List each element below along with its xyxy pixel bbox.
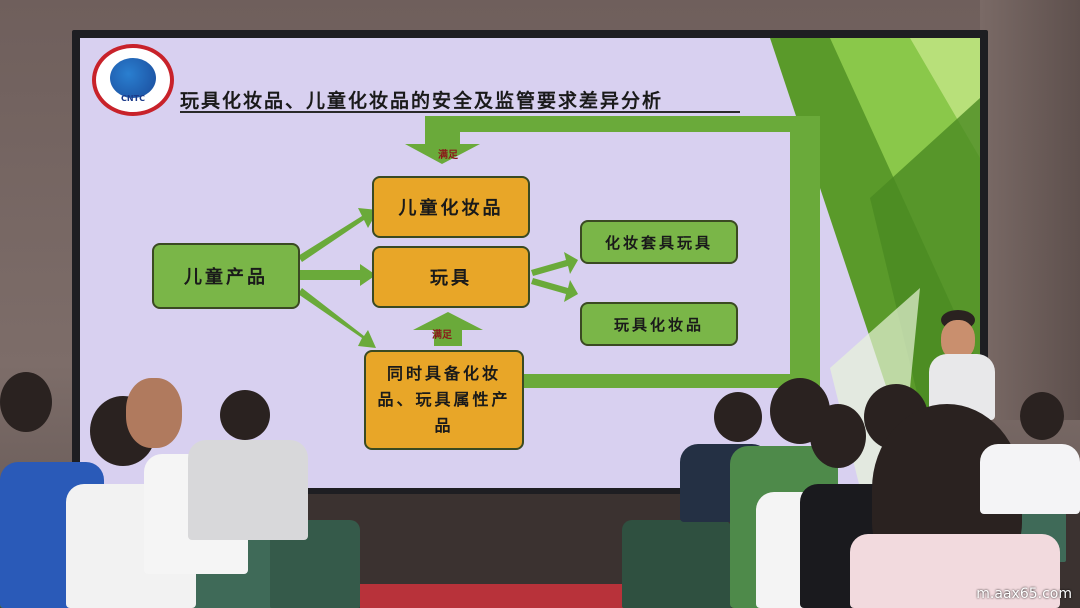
chair	[622, 520, 732, 608]
slide-green-decoration	[770, 38, 980, 488]
logo-globe-icon	[110, 58, 156, 98]
arrow-to-dual-product	[298, 288, 376, 348]
logo-text: CNTC	[121, 94, 145, 103]
satisfy-label-top: 满足	[438, 150, 458, 161]
arrow-head-top	[405, 144, 480, 164]
box-children-products: 儿童产品	[152, 243, 300, 309]
audience-member	[184, 390, 314, 550]
red-carpet	[360, 584, 630, 608]
arrow-to-children-cosmetics	[298, 208, 378, 262]
watermark-text: m.aax65.com	[976, 586, 1072, 602]
audience-member	[850, 404, 1060, 608]
wall-panel	[980, 0, 1080, 420]
box-toys: 玩具	[372, 246, 530, 308]
arrow-up-to-toys	[413, 312, 483, 346]
box-dual-attribute-product: 同时具备化妆品、玩具属性产品	[364, 350, 524, 450]
arrow-to-makeup-kit	[531, 252, 578, 276]
title-underline	[180, 111, 740, 113]
arrow-to-toy-cosmetics	[531, 278, 578, 302]
slide-title: 玩具化妆品、儿童化妆品的安全及监管要求差异分析	[180, 90, 664, 112]
organization-logo: CNTC	[92, 44, 174, 116]
audience-member	[950, 392, 1080, 524]
arrow-to-toys	[300, 264, 376, 286]
satisfy-label-middle: 满足	[432, 330, 452, 341]
box-children-cosmetics: 儿童化妆品	[372, 176, 530, 238]
box-toy-cosmetics: 玩具化妆品	[580, 302, 738, 346]
box-makeup-kit-toys: 化妆套具玩具	[580, 220, 738, 264]
diagram-arrows	[298, 116, 820, 388]
